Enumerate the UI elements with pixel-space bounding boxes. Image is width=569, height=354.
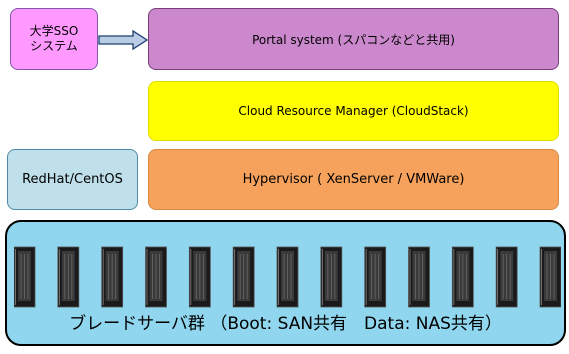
sso-system-label-line1: 大学SSO <box>29 24 79 38</box>
arrow-right-icon <box>98 29 148 51</box>
cloud-resource-manager-box: Cloud Resource Manager (CloudStack) <box>148 81 559 141</box>
server-rack-icon <box>451 246 474 308</box>
server-rack-icon <box>14 246 36 308</box>
sso-system-label-line2: システム <box>30 39 78 53</box>
server-rack-icon <box>364 246 387 308</box>
server-rack-icon <box>320 246 343 308</box>
sso-system-box: 大学SSO システム <box>10 8 98 70</box>
server-rack-icon <box>145 246 167 308</box>
blade-server-group: ブレードサーバ群 （Boot: SAN共有 Data: NAS共有） <box>5 220 566 346</box>
server-rack-icon <box>101 246 124 308</box>
blade-server-group-label: ブレードサーバ群 （Boot: SAN共有 Data: NAS共有） <box>69 314 502 334</box>
server-rack-icon <box>232 246 255 308</box>
server-rack-icon <box>188 246 211 308</box>
hypervisor-box: Hypervisor ( XenServer / VMWare) <box>148 149 559 210</box>
server-rack-icon <box>276 246 299 308</box>
os-box: RedHat/CentOS <box>7 149 138 210</box>
portal-system-box: Portal system (スパコンなどと共用) <box>148 8 559 70</box>
server-rack-icon <box>539 246 561 308</box>
os-label: RedHat/CentOS <box>22 172 123 187</box>
server-rack-icon <box>495 246 518 308</box>
server-rack-icon <box>408 246 430 308</box>
server-rack-row <box>14 246 561 308</box>
server-rack-icon <box>57 246 80 308</box>
portal-system-label: Portal system (スパコンなどと共用) <box>252 32 455 47</box>
cloud-resource-manager-label: Cloud Resource Manager (CloudStack) <box>238 104 469 118</box>
hypervisor-label: Hypervisor ( XenServer / VMWare) <box>242 172 465 187</box>
